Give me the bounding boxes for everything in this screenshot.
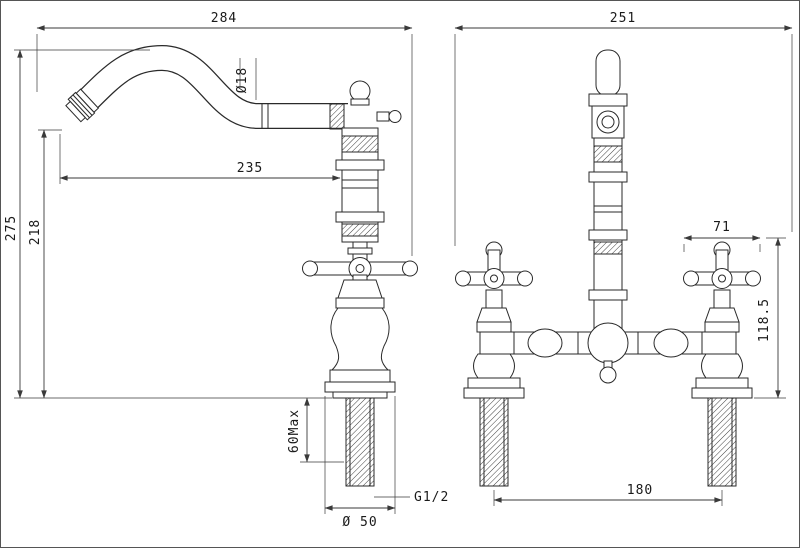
spout-column [588, 49, 628, 333]
knurled-band [593, 145, 623, 163]
dim-label-218: 218 [28, 219, 43, 245]
handle-end-ball [455, 270, 471, 287]
thread-size-label: G1/2 [414, 490, 449, 505]
bridge-center-hub [587, 322, 629, 364]
dim-label-60max: 60Max [287, 409, 302, 453]
cross-handle [302, 241, 418, 281]
knurled-band [341, 223, 379, 237]
handle-end-ball [402, 260, 418, 277]
dim-label-118-5: 118.5 [757, 298, 772, 342]
knurled-band [341, 135, 379, 153]
dim-body-height-118-5: 118.5 [754, 237, 786, 399]
side-knob-stem [376, 111, 390, 122]
body-vase [330, 307, 390, 371]
dim-spout-height-218: 218 [28, 129, 62, 399]
front-view: 251 71 118.5 180 [454, 11, 793, 506]
base-flange [695, 377, 749, 389]
threaded-shank [479, 397, 509, 487]
ball-finial [349, 80, 371, 102]
left-handle [455, 241, 533, 333]
dim-label-284: 284 [211, 11, 237, 26]
dim-width-284: 284 [36, 11, 413, 256]
side-knob [388, 110, 402, 123]
left-base [463, 353, 525, 487]
lower-body [324, 279, 396, 399]
dim-handle-span-71: 71 [683, 220, 761, 252]
dim-base-diameter-50: Ø 50 [324, 396, 396, 530]
dim-label-275: 275 [4, 215, 19, 241]
base-flange [467, 377, 521, 389]
right-base [691, 353, 753, 487]
dim-label-71: 71 [713, 220, 731, 235]
dim-label-o18: Ø18 [235, 67, 250, 93]
dim-spout-diameter-18: Ø18 [235, 58, 257, 100]
spout-tip [65, 88, 100, 123]
bonnet [337, 279, 383, 299]
handle-end-ball [745, 270, 761, 287]
bridge-bulge [653, 328, 689, 358]
bridge-bulge [527, 328, 563, 358]
dim-hole-centers-180: 180 [493, 483, 723, 506]
thread-size-callout: G1/2 [374, 490, 449, 505]
deck-washer [332, 391, 388, 399]
dim-label-235: 235 [237, 161, 263, 176]
spout-joint-rings [261, 104, 269, 128]
base-flange [329, 369, 391, 383]
faucet-body [335, 80, 402, 243]
spout-union-collar [329, 103, 345, 130]
bridge [479, 322, 737, 384]
dim-label-o50: Ø 50 [342, 515, 377, 530]
side-view: 284 275 218 235 Ø18 60Max [4, 11, 449, 530]
threaded-shank [707, 397, 737, 487]
threaded-shank [345, 397, 375, 487]
body-vase [473, 353, 515, 379]
dim-spout-reach-235: 235 [59, 134, 341, 184]
bonnet [704, 307, 740, 323]
knurled-band [593, 241, 623, 255]
drop-finial [599, 366, 617, 384]
handle-end-ball [683, 270, 699, 287]
dim-width-251: 251 [454, 11, 793, 246]
dim-label-180: 180 [627, 483, 653, 498]
body-vase [701, 353, 743, 379]
handle-end-ball [517, 270, 533, 287]
bonnet [476, 307, 512, 323]
dim-overall-height-275: 275 [4, 49, 332, 399]
spout-top-tube [595, 49, 621, 97]
spout [65, 44, 348, 130]
dim-label-251: 251 [610, 11, 636, 26]
dim-max-deck-60: 60Max [287, 397, 344, 463]
handle-end-ball [302, 260, 318, 277]
right-handle [683, 241, 761, 333]
